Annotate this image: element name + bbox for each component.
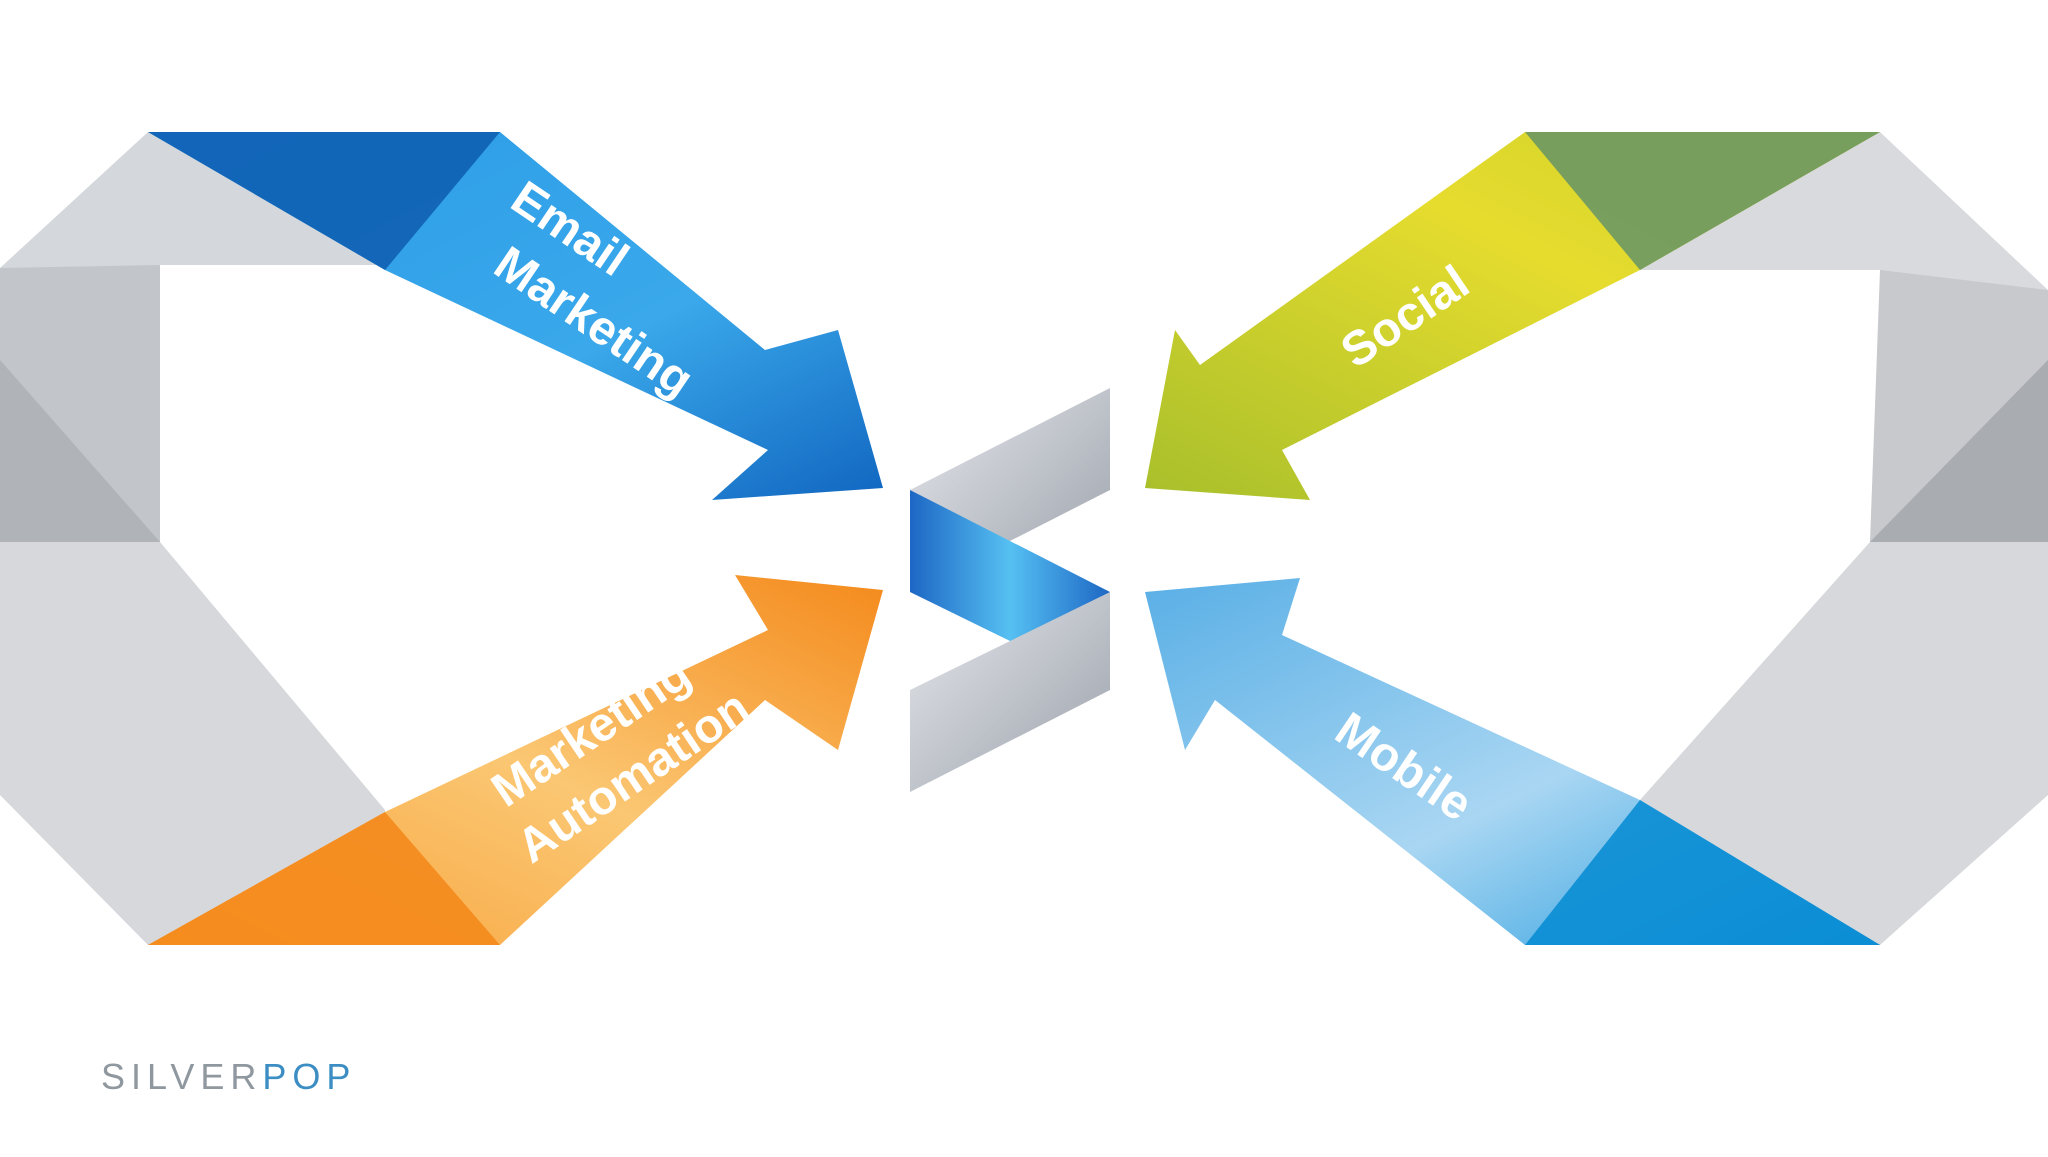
brand-silver: SILVER	[101, 1056, 262, 1097]
silverpop-logo: SILVERPOP	[101, 1056, 356, 1098]
email-marketing-arrow: Email Marketing	[148, 132, 883, 500]
left-frame	[0, 132, 385, 945]
brand-pop: POP	[262, 1056, 356, 1097]
social-arrow: Social	[1145, 132, 1880, 500]
silverpop-s-logo	[910, 388, 1110, 792]
